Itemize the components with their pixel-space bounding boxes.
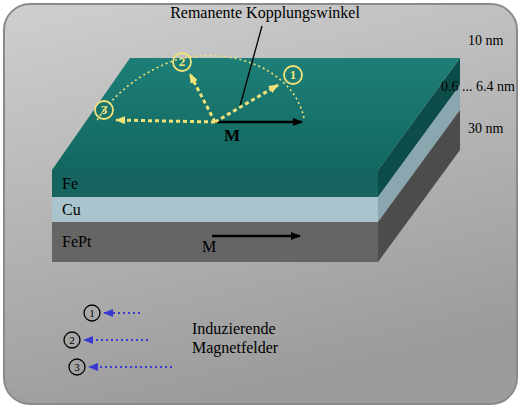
magnetization-label: M xyxy=(224,126,240,146)
callout-number: 1 xyxy=(290,67,297,83)
magnetization-arrow xyxy=(212,235,300,238)
fept-layer: FePt M xyxy=(52,222,378,262)
coupling-arrow xyxy=(190,74,215,122)
fe-front xyxy=(52,170,378,197)
callout-number: 2 xyxy=(69,334,75,346)
thickness-label: 10 nm xyxy=(468,33,503,49)
callout-number: 3 xyxy=(74,361,80,373)
field-arrow xyxy=(84,339,148,341)
fe-top xyxy=(52,58,460,170)
callout-circle xyxy=(64,332,80,348)
callout-circle xyxy=(284,66,302,84)
magnetization-arrow xyxy=(215,121,302,124)
thickness-label: 30 nm xyxy=(468,121,503,137)
thickness-label: 0.6 ... 6.4 nm xyxy=(441,79,515,95)
callout-circle xyxy=(173,53,191,71)
callout-number: 2 xyxy=(179,54,186,70)
angle-arc xyxy=(96,56,304,122)
coupling-arrow xyxy=(215,85,278,122)
layer-name: Fe xyxy=(62,175,78,193)
field-label: Induzierende Magnetfelder xyxy=(192,319,342,357)
fept-front xyxy=(52,222,378,262)
callout-number: 1 xyxy=(89,307,95,319)
background-panel xyxy=(4,4,517,404)
field-arrow xyxy=(89,366,172,368)
cu-layer: Cu xyxy=(52,197,378,222)
callout-number: 3 xyxy=(101,102,108,118)
coupling-arrow xyxy=(116,120,215,122)
callout-circle xyxy=(95,101,113,119)
fe-layer: Fe xyxy=(52,170,378,197)
layer-name: Cu xyxy=(62,201,81,219)
callout-circle xyxy=(69,359,85,375)
field-arrow xyxy=(104,312,140,314)
title-callout: Remanente Kopplungswinkel xyxy=(170,4,360,22)
callout-circle xyxy=(84,305,100,321)
cu-front xyxy=(52,197,378,222)
magnetization-label: M xyxy=(202,238,216,256)
layer-name: FePt xyxy=(62,233,91,251)
